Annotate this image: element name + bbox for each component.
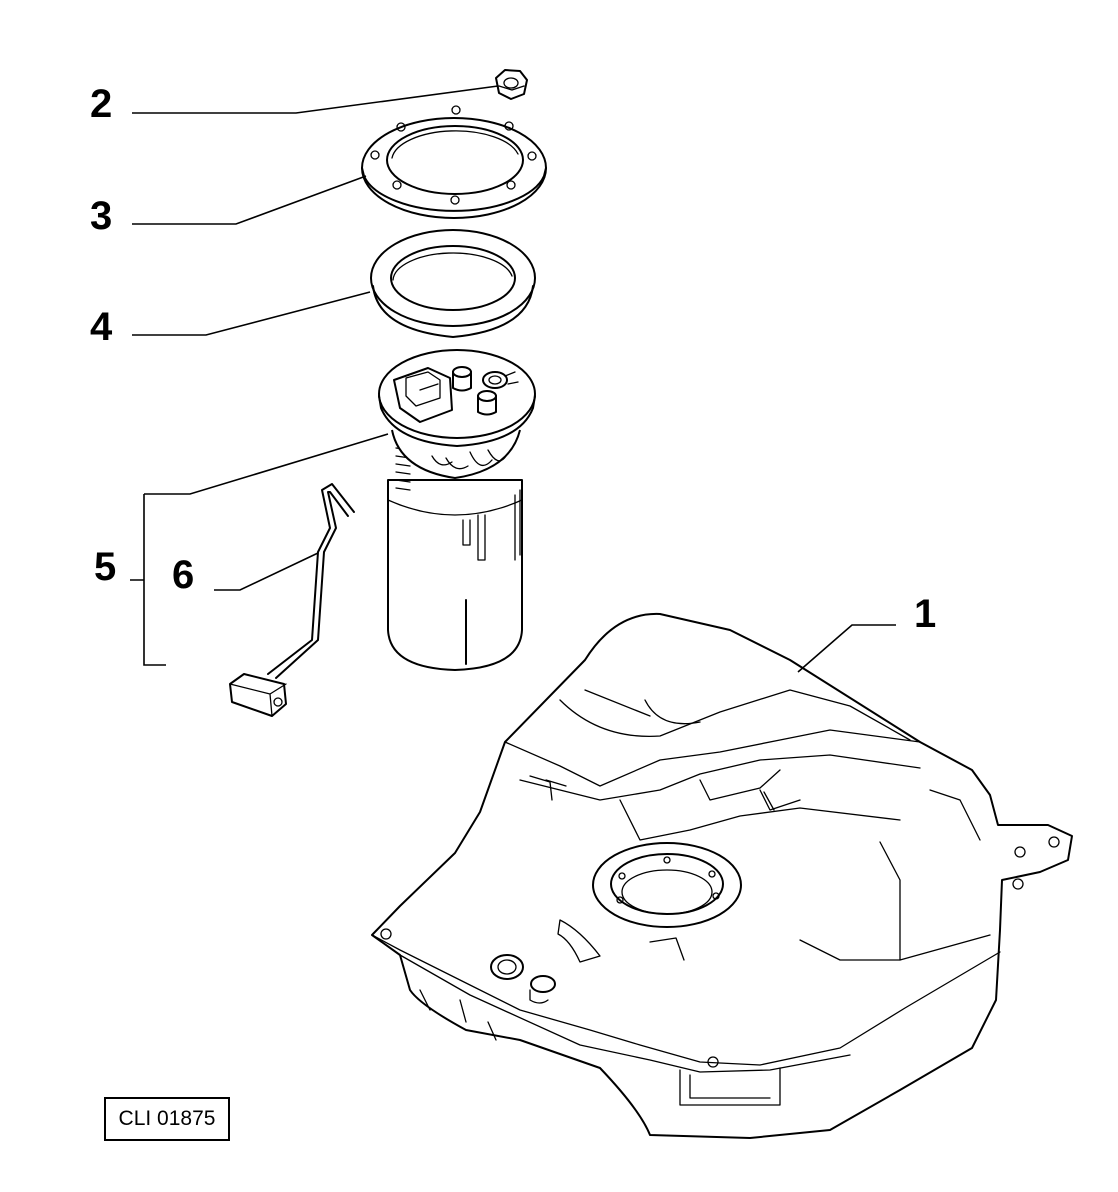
fuel-level-sender-icon xyxy=(229,483,355,717)
gasket-ring-icon xyxy=(370,229,536,338)
leader-line-6 xyxy=(214,552,319,591)
reference-code-box: CLI 01875 xyxy=(104,1097,230,1141)
leader-lines xyxy=(130,85,896,673)
leader-line-1 xyxy=(797,624,896,673)
callout-5: 5 xyxy=(94,545,117,589)
callout-2: 2 xyxy=(90,82,113,126)
reference-code-text: CLI 01875 xyxy=(118,1107,216,1130)
callout-3: 3 xyxy=(90,194,113,238)
hex-nut-icon xyxy=(495,69,528,100)
flange-ring-icon xyxy=(361,105,547,219)
leader-line-5 xyxy=(130,433,389,666)
leader-line-3 xyxy=(132,175,367,225)
callout-4: 4 xyxy=(90,305,113,349)
fuel-tank-icon xyxy=(371,612,1073,1139)
callout-1: 1 xyxy=(914,592,937,636)
leader-line-4 xyxy=(132,291,371,336)
callout-6: 6 xyxy=(172,553,195,597)
leader-line-2 xyxy=(132,85,499,114)
fuel-pump-module-icon xyxy=(378,349,536,671)
